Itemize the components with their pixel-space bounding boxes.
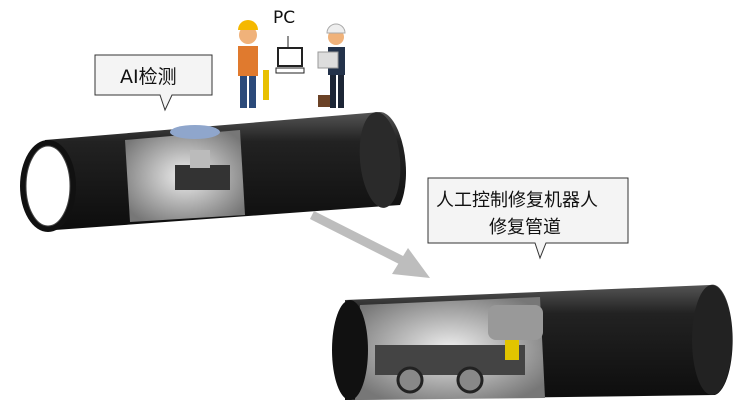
robot-label-line2: 修复管道 [489,217,561,238]
callout-ai [94,54,213,112]
repair-robot [375,305,543,394]
engineer-with-plan [317,23,346,108]
callout-robot [427,177,629,260]
flow-arrow [309,210,430,278]
ai-detection-label: AI检测 [120,66,177,88]
pc-label: PC [273,8,296,28]
worker-with-drill [238,20,269,108]
inspection-robot [175,165,230,190]
robot-label-line1: 人工控制修复机器人 [436,190,598,211]
pipe-inspection [20,112,407,232]
pipe-repair [332,284,733,400]
pc-icon [275,36,305,74]
